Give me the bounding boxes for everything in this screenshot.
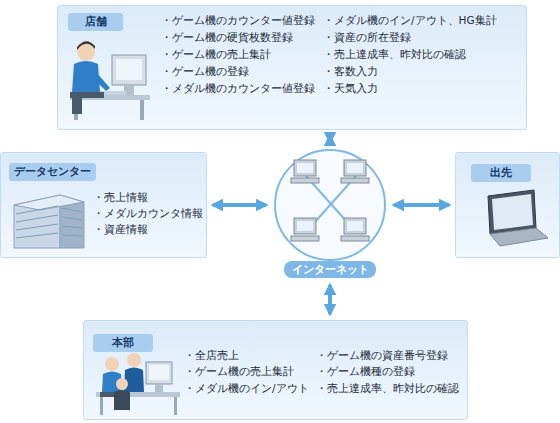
- double-arrow-connector: [213, 203, 266, 207]
- bullet-item: ・メダル機のイン/アウト、HG集計: [323, 13, 497, 27]
- bullet-item: ・ゲーム機の登録: [161, 64, 249, 78]
- double-arrow-connector: [328, 136, 332, 142]
- bullet-item: ・資産の所在登録: [323, 30, 411, 44]
- datacenter-box: データセンター・売上情報・メダルカウンタ情報・資産情報: [0, 152, 207, 258]
- bullet-item: ・ゲーム機種の登録: [316, 364, 415, 378]
- remote-site-box: 出先: [455, 152, 560, 258]
- internet-network: インターネット: [272, 148, 388, 279]
- bullet-item: ・ゲーム機の売上集計: [184, 364, 294, 378]
- bullet-item: ・客数入力: [323, 64, 378, 78]
- bullet-item: ・売上達成率、昨対比の確認: [323, 47, 466, 61]
- bullet-item: ・天気入力: [323, 81, 378, 95]
- bullet-item: ・資産情報: [93, 222, 148, 236]
- bullet-item: ・メダル機のイン/アウト: [184, 381, 309, 395]
- bullet-item: ・全店売上: [184, 348, 239, 362]
- bullet-item: ・メダルカウンタ情報: [93, 206, 203, 220]
- bullet-item: ・ゲーム機の硬貨枚数登録: [161, 30, 293, 44]
- heading-tag: 店舗: [68, 13, 123, 31]
- heading-tag: 本部: [93, 334, 153, 352]
- bullet-item: ・メダル機のカウンター値登録: [161, 81, 315, 95]
- store-box: 店舗 ・ゲーム機のカウンター値登録・ゲーム機の硬貨枚数登録・ゲーム機の売上集計・ゲ…: [57, 5, 527, 130]
- bullet-item: ・売上達成率、昨対比の確認: [316, 381, 459, 395]
- network-circle: [272, 148, 388, 279]
- bullet-item: ・売上情報: [93, 190, 148, 204]
- network-circle-outline: [275, 150, 385, 260]
- bullet-item: ・ゲーム機の売上集計: [161, 47, 271, 61]
- heading-tag: データセンター: [9, 163, 96, 181]
- heading-tag: 出先: [471, 164, 531, 182]
- bullet-item: ・ゲーム機の資産番号登録: [316, 348, 448, 362]
- double-arrow-connector: [394, 203, 449, 207]
- headquarters-box: 本部・全店売上・ゲーム機の売上集計・メダル機のイン/アウト ・ゲーム機の資産番号登…: [83, 320, 468, 420]
- heading-tag: インターネット: [284, 261, 376, 278]
- bullet-item: ・ゲーム機のカウンター値登録: [161, 13, 315, 27]
- double-arrow-connector: [328, 285, 332, 314]
